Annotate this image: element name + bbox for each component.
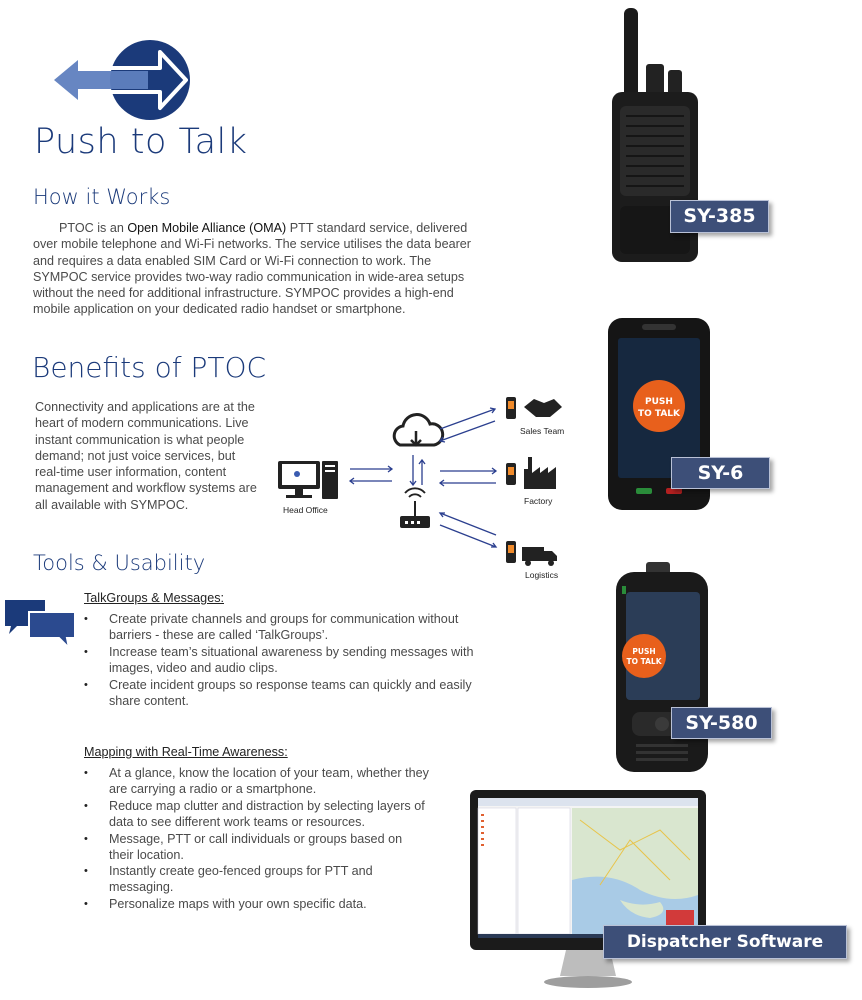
how-it-works-body: PTOC is an Open Mobile Alliance (OMA) PT… bbox=[33, 220, 481, 318]
how-body-pre: PTOC is an bbox=[59, 221, 128, 235]
list-item: Message, PTT or call individuals or grou… bbox=[84, 832, 429, 864]
ptt-button-line1: PUSH bbox=[645, 397, 673, 407]
ptt-button-line2: TO TALK bbox=[638, 409, 681, 419]
push-to-talk-logo bbox=[54, 40, 190, 120]
talkgroups-list: Create private channels and groups for c… bbox=[84, 612, 474, 710]
mapping-heading: Mapping with Real-Time Awareness: bbox=[84, 745, 288, 759]
sales-team-label: Sales Team bbox=[520, 426, 565, 436]
sy-580-device-image: PUSH TO TALK bbox=[616, 562, 708, 772]
list-item: Instantly create geo-fenced groups for P… bbox=[84, 864, 429, 896]
ptt-button-line2-580: TO TALK bbox=[626, 657, 662, 666]
benefits-heading: Benefits of PTOC bbox=[32, 351, 267, 384]
list-item: At a glance, know the location of your t… bbox=[84, 766, 429, 798]
router-icon bbox=[400, 487, 430, 528]
list-item: Personalize maps with your own specific … bbox=[84, 897, 429, 913]
logistics-label: Logistics bbox=[525, 570, 559, 580]
how-it-works-heading: How it Works bbox=[33, 185, 171, 209]
oma-highlight: Open Mobile Alliance (OMA) bbox=[127, 221, 287, 235]
computer-icon bbox=[278, 461, 338, 499]
network-diagram: Head Office Sales Team Factory Logistics bbox=[270, 385, 570, 590]
how-body-post: PTT standard service, delivered over mob… bbox=[33, 221, 471, 317]
dispatcher-software-badge: Dispatcher Software bbox=[603, 925, 847, 959]
page-title: Push to Talk bbox=[34, 122, 248, 162]
network-diagram-graphic bbox=[278, 397, 562, 566]
ptt-button-line1-580: PUSH bbox=[632, 647, 655, 656]
connector-arrows bbox=[348, 407, 498, 548]
truck-icon bbox=[506, 541, 557, 566]
chat-bubbles-icon bbox=[5, 600, 76, 650]
list-item: Reduce map clutter and distraction by se… bbox=[84, 799, 429, 831]
tools-usability-heading: Tools & Usability bbox=[33, 551, 206, 575]
cloud-icon bbox=[392, 413, 445, 447]
talkgroups-heading: TalkGroups & Messages: bbox=[84, 591, 224, 605]
factory-icon bbox=[506, 457, 556, 489]
benefits-body: Connectivity and applications are at the… bbox=[35, 400, 257, 512]
mapping-list: At a glance, know the location of your t… bbox=[84, 766, 429, 914]
head-office-label: Head Office bbox=[283, 505, 328, 515]
factory-label: Factory bbox=[524, 496, 553, 506]
list-item: Create incident groups so response teams… bbox=[84, 678, 474, 710]
dispatcher-monitor-image bbox=[470, 790, 706, 988]
list-item: Create private channels and groups for c… bbox=[84, 612, 474, 644]
sy-385-badge: SY-385 bbox=[670, 200, 769, 233]
sy-6-badge: SY-6 bbox=[671, 457, 770, 489]
handshake-icon bbox=[506, 397, 562, 419]
list-item: Increase team’s situational awareness by… bbox=[84, 645, 474, 677]
sy-580-badge: SY-580 bbox=[671, 707, 772, 739]
